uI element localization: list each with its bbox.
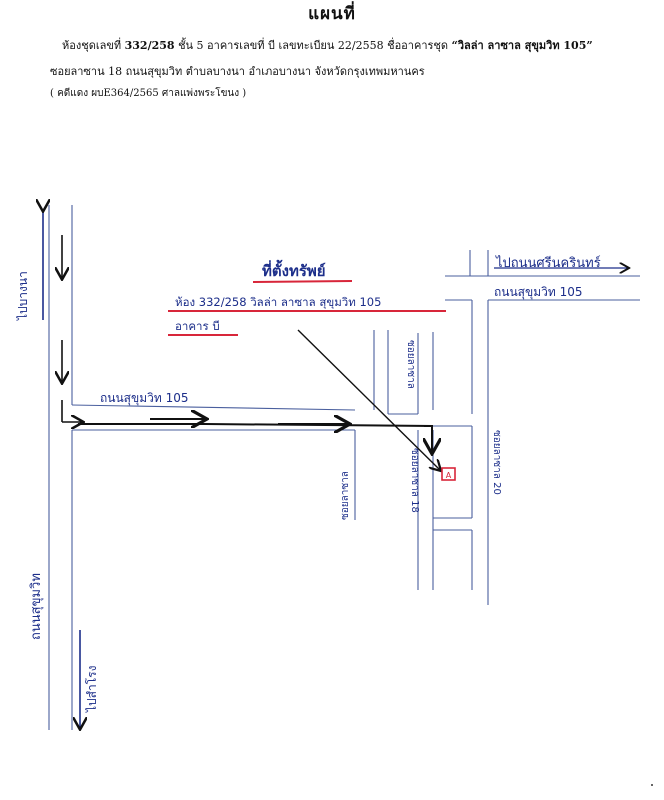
soi-lasalle-18-label: ซอยลาซาล 18: [409, 448, 420, 513]
soi-lasalle-20: [471, 300, 489, 605]
soi-sukhumvit-105: [71, 404, 418, 431]
sukhumvit-road-label: ถนนสุขุมวิท: [29, 573, 44, 640]
to-bangna-label: ไปบางนา: [16, 271, 30, 321]
sukhumvit-105-left-label: ถนนสุขุมวิท 105: [100, 391, 188, 406]
direction-arrows: [43, 210, 82, 728]
header-line-2: ซอยลาซาน 18 ถนนสุขุมวิท ตำบลบางนา อำเภอบ…: [50, 65, 425, 78]
building-name: “วิลล่า ลาซาล สุขุมวิท 105”: [451, 39, 593, 52]
property-line-2: อาคาร บี: [175, 319, 220, 333]
case-reference: ( คดีแดง ผบE364/2565 ศาลแพ่งพระโขนง ): [50, 88, 247, 99]
scan-speck: [651, 784, 653, 786]
sukhumvit-105-top: [445, 250, 640, 301]
unit-number: 332/258: [124, 39, 175, 52]
soi-lasalle-20-label: ซอยลาซาล 20: [491, 430, 502, 495]
property-marker: A: [441, 467, 456, 481]
property-heading-underline: [252, 280, 353, 283]
sukhumvit-105-right-label: ถนนสุขุมวิท 105: [494, 285, 582, 300]
unit-label: ห้องชุดเลขที่: [62, 39, 122, 52]
route-arrows: [78, 329, 440, 470]
soi-lasalle-b-label: ซอยลาซาล: [405, 340, 416, 389]
header-line-1: ห้องชุดเลขที่ 332/258 ชั้น 5 อาคารเลขที่…: [62, 36, 593, 54]
property-heading: ที่ตั้งทรัพย์: [262, 259, 326, 280]
to-srinakarin-label: ไปถนนศรีนครินทร์: [495, 255, 601, 271]
property-line-1: ห้อง 332/258 วิลล่า ลาซาล สุขุมวิท 105: [175, 295, 381, 309]
soi-lasalle-a-label: ซอยลาซาล: [340, 471, 351, 520]
registration-number: 22/2558: [337, 39, 384, 52]
sukhumvit-road: [48, 205, 73, 730]
soi-lasalle-18: [417, 332, 473, 590]
to-samrong-label: ไปสำโรง: [85, 666, 99, 713]
soi-lasalle-left: [354, 330, 389, 520]
building-name-label: ชื่ออาคารชุด: [387, 39, 449, 52]
page-title: แผนที่: [308, 4, 356, 24]
property-marker-label: A: [446, 471, 452, 480]
floor-building-text: ชั้น 5 อาคารเลขที่ บี เลขทะเบียน: [178, 39, 335, 52]
